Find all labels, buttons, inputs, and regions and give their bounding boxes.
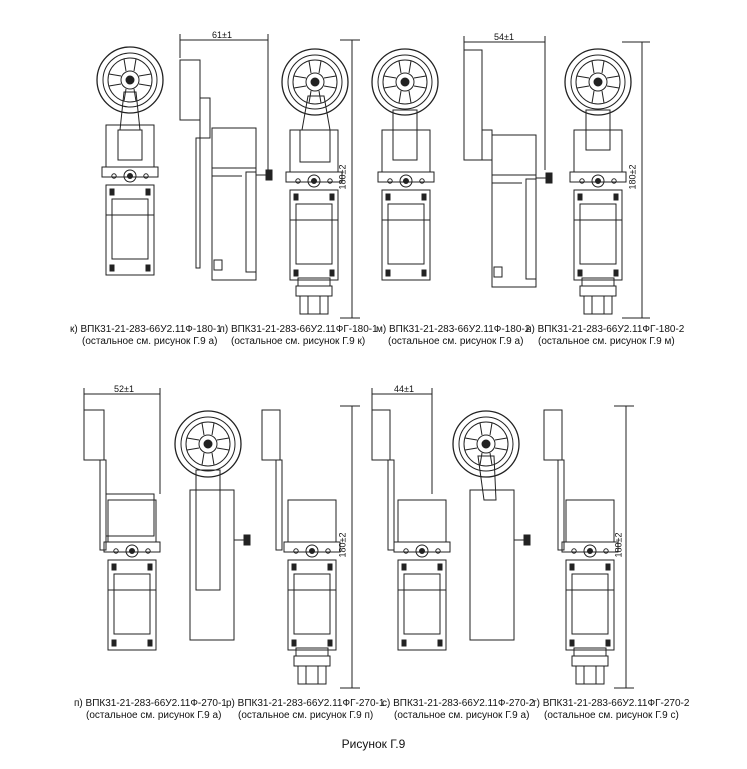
caption-m: м) ВПК31-21-283-66У2.11Ф-180-2 (остально… bbox=[376, 324, 531, 347]
dim-top-right-width: 54±1 bbox=[494, 32, 514, 42]
drawing-r bbox=[174, 410, 251, 641]
dim-top-left-height: 180±2 bbox=[337, 164, 348, 190]
dim-top-left-width: 61±1 bbox=[212, 30, 232, 40]
caption-s: с) ВПК31-21-283-66У2.11Ф-270-2 (остально… bbox=[382, 698, 535, 721]
drawing-m bbox=[371, 48, 439, 281]
caption-t: т) ВПК31-21-283-66У2.11ФГ-270-2 (остальн… bbox=[532, 698, 690, 721]
drawing-n bbox=[463, 36, 553, 288]
dim-bottom-right-height: 180±2 bbox=[613, 532, 624, 558]
dim-bottom-left-width: 52±1 bbox=[114, 384, 134, 394]
caption-k: к) ВПК31-21-283-66У2.11Ф-180-1 (остально… bbox=[70, 324, 222, 347]
drawing-p bbox=[83, 388, 161, 651]
drawing-k bbox=[96, 46, 164, 276]
drawing-s bbox=[371, 388, 451, 651]
drawing-n-front bbox=[564, 41, 650, 319]
dim-bottom-left-height: 180±2 bbox=[337, 532, 348, 558]
caption-n: н) ВПК31-21-283-66У2.11ФГ-180-2 (остальн… bbox=[526, 324, 685, 347]
caption-l: л) ВПК31-21-283-66У2.11ФГ-180-1 (остальн… bbox=[219, 324, 378, 347]
drawing-l-front bbox=[281, 39, 360, 319]
caption-p: п) ВПК31-21-283-66У2.11Ф-270-1 (остально… bbox=[74, 698, 227, 721]
drawing-t-front bbox=[543, 405, 634, 689]
caption-r: р) ВПК31-21-283-66У2.11ФГ-270-1 (остальн… bbox=[226, 698, 385, 721]
drawing-l bbox=[179, 34, 273, 281]
figure-title: Рисунок Г.9 bbox=[341, 737, 406, 751]
drawing-t bbox=[452, 410, 531, 641]
drawing-r-front bbox=[261, 405, 360, 689]
dim-top-right-height: 180±2 bbox=[627, 164, 638, 190]
dim-bottom-right-width: 44±1 bbox=[394, 384, 414, 394]
